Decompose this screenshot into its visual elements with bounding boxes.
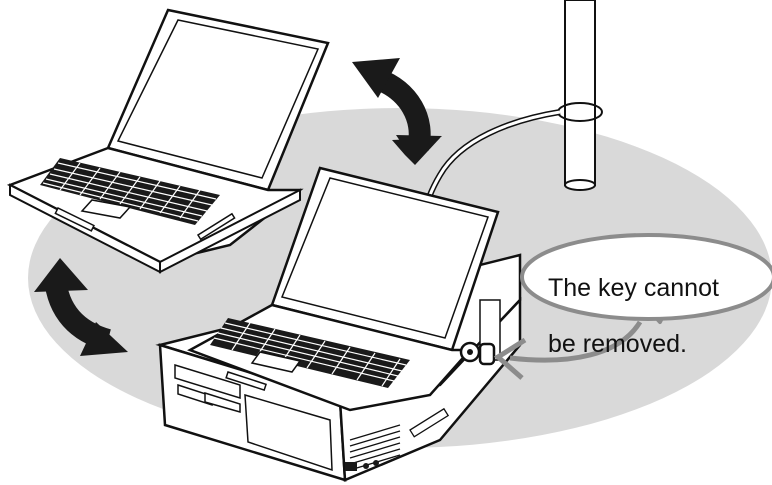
callout-text: The key cannot be removed.	[548, 246, 772, 358]
callout-line-2: be removed.	[548, 330, 687, 358]
callout-line-1: The key cannot	[548, 274, 719, 302]
pole	[558, 0, 602, 190]
